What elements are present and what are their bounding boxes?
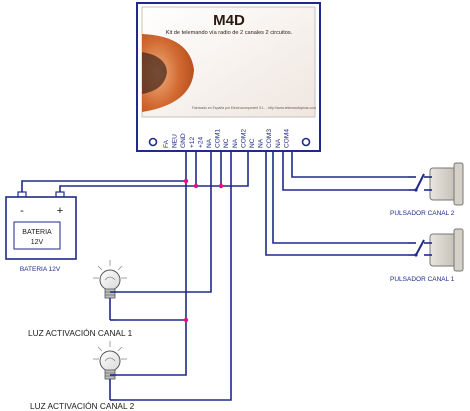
pin-label: GND [180, 133, 187, 148]
wire-lamp2-feed [117, 151, 232, 401]
pushbutton-icon [408, 162, 464, 206]
wires [21, 151, 408, 401]
switch-lever [415, 173, 425, 191]
lamp1-label: LUZ ACTIVACIÓN CANAL 1 [28, 328, 133, 338]
wire-puls1-a [272, 151, 408, 244]
pin-label: NEU [172, 134, 179, 148]
pin-label: COM3 [266, 129, 273, 148]
plug-cap [453, 162, 464, 206]
module-footer: Fabricado en España por Electrocomponent… [192, 106, 316, 110]
switch-lever [415, 239, 425, 256]
wire-gnd-battery [21, 151, 187, 193]
lamp-channel-1: LUZ ACTIVACIÓN CANAL 1 [28, 260, 133, 338]
lamp-channel-2: LUZ ACTIVACIÓN CANAL 2 [30, 341, 135, 411]
bulb-glass [99, 269, 121, 291]
pushbutton-icon [408, 228, 464, 272]
plug-body [429, 167, 457, 201]
pin-label: NA [275, 138, 282, 148]
bulb-glass [99, 350, 121, 372]
wire-puls2-a [291, 151, 408, 178]
m4d-module: M4D Kit de telemando vía radio de 2 cana… [136, 2, 321, 152]
pin-label: COM2 [240, 129, 247, 148]
plug-cap [453, 228, 464, 272]
pin-label: COM4 [283, 129, 290, 148]
wire-puls1-b [265, 151, 408, 256]
battery-label-line1: BATERIA [22, 229, 52, 236]
pin-label: FA [163, 139, 170, 148]
battery: - + BATERIA 12V BATERIA 12V [5, 191, 77, 273]
battery-plus-sign: + [57, 205, 63, 217]
lamp2-label: LUZ ACTIVACIÓN CANAL 2 [30, 401, 135, 411]
wire-puls2-b [282, 151, 408, 191]
pin-label: COM1 [215, 129, 222, 148]
wire-12v-common [196, 151, 249, 187]
battery-label-line2: 12V [31, 239, 44, 246]
plug-body [429, 233, 457, 267]
bulb-base [104, 288, 116, 299]
module-disc-inner [142, 52, 167, 94]
junctions [183, 178, 224, 323]
mount-hole-left [148, 137, 158, 147]
bulb-icon [93, 341, 127, 380]
junction-dot [193, 183, 199, 189]
bulb-filament [104, 357, 116, 362]
junction-dot [218, 183, 224, 189]
wire-lamp1-feed [117, 151, 212, 293]
bulb-rays [93, 341, 127, 360]
pin-label: NC [223, 138, 230, 148]
pin-label: NA [206, 138, 213, 148]
module-subtitle: Kit de telemando vía radio de 2 canales … [166, 30, 293, 36]
pin-label: +12 [189, 136, 196, 148]
bulb-rays [93, 260, 127, 279]
pin-label: +24 [197, 136, 204, 148]
battery-minus-sign: - [20, 205, 24, 217]
module-disc-art [142, 34, 194, 112]
puls2-label: PULSADOR CANAL 2 [390, 210, 455, 217]
pushbutton-channel-1: PULSADOR CANAL 1 [390, 228, 464, 283]
pin-label: NA [258, 138, 265, 148]
battery-caption: BATERIA 12V [20, 266, 61, 273]
wire-gnd-lamp [117, 181, 187, 376]
junction-dot [183, 317, 189, 323]
junction-dot [183, 178, 189, 184]
battery-label-box [13, 221, 61, 250]
wire-12v-battery [59, 151, 197, 193]
pin-label: NC [249, 138, 256, 148]
pushbutton-channel-2: PULSADOR CANAL 2 [390, 162, 464, 217]
puls1-label: PULSADOR CANAL 1 [390, 276, 455, 283]
bulb-icon [93, 260, 127, 299]
module-title: M4D [213, 12, 245, 29]
pin-label: NA [232, 138, 239, 148]
mount-hole-right [301, 137, 311, 147]
bulb-filament [104, 276, 116, 281]
